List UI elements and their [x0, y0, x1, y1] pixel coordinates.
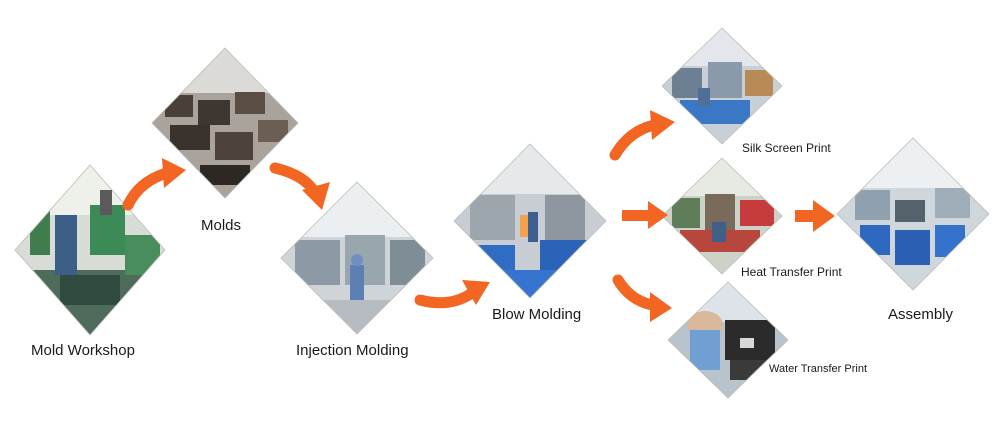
label-silk-screen-print: Silk Screen Print — [742, 141, 831, 155]
arrow-blow-to-heat — [622, 201, 668, 229]
arrow-workshop-to-molds — [122, 158, 186, 211]
arrow-molds-to-injection — [269, 162, 330, 210]
label-water-transfer-print: Water Transfer Print — [769, 363, 868, 375]
photo-assembly — [836, 137, 990, 291]
photo-water-transfer-print — [667, 281, 789, 399]
photo-silk-screen-print — [661, 27, 783, 145]
photo-heat-transfer-print — [661, 157, 783, 275]
label-blow-molding: Blow Molding — [492, 306, 582, 323]
arrow-blow-to-silk — [609, 110, 675, 161]
arrow-injection-to-blow — [414, 280, 490, 309]
label-mold-workshop: Mold Workshop — [31, 342, 135, 359]
label-heat-transfer-print: Heat Transfer Print — [741, 265, 842, 279]
label-assembly: Assembly — [888, 306, 954, 323]
label-molds: Molds — [201, 217, 242, 234]
arrow-blow-to-water — [612, 274, 672, 322]
photo-injection-molding — [280, 181, 434, 335]
label-injection-molding: Injection Molding — [296, 342, 409, 359]
arrow-heat-to-assembly — [795, 200, 835, 232]
photo-blow-molding — [453, 143, 607, 299]
